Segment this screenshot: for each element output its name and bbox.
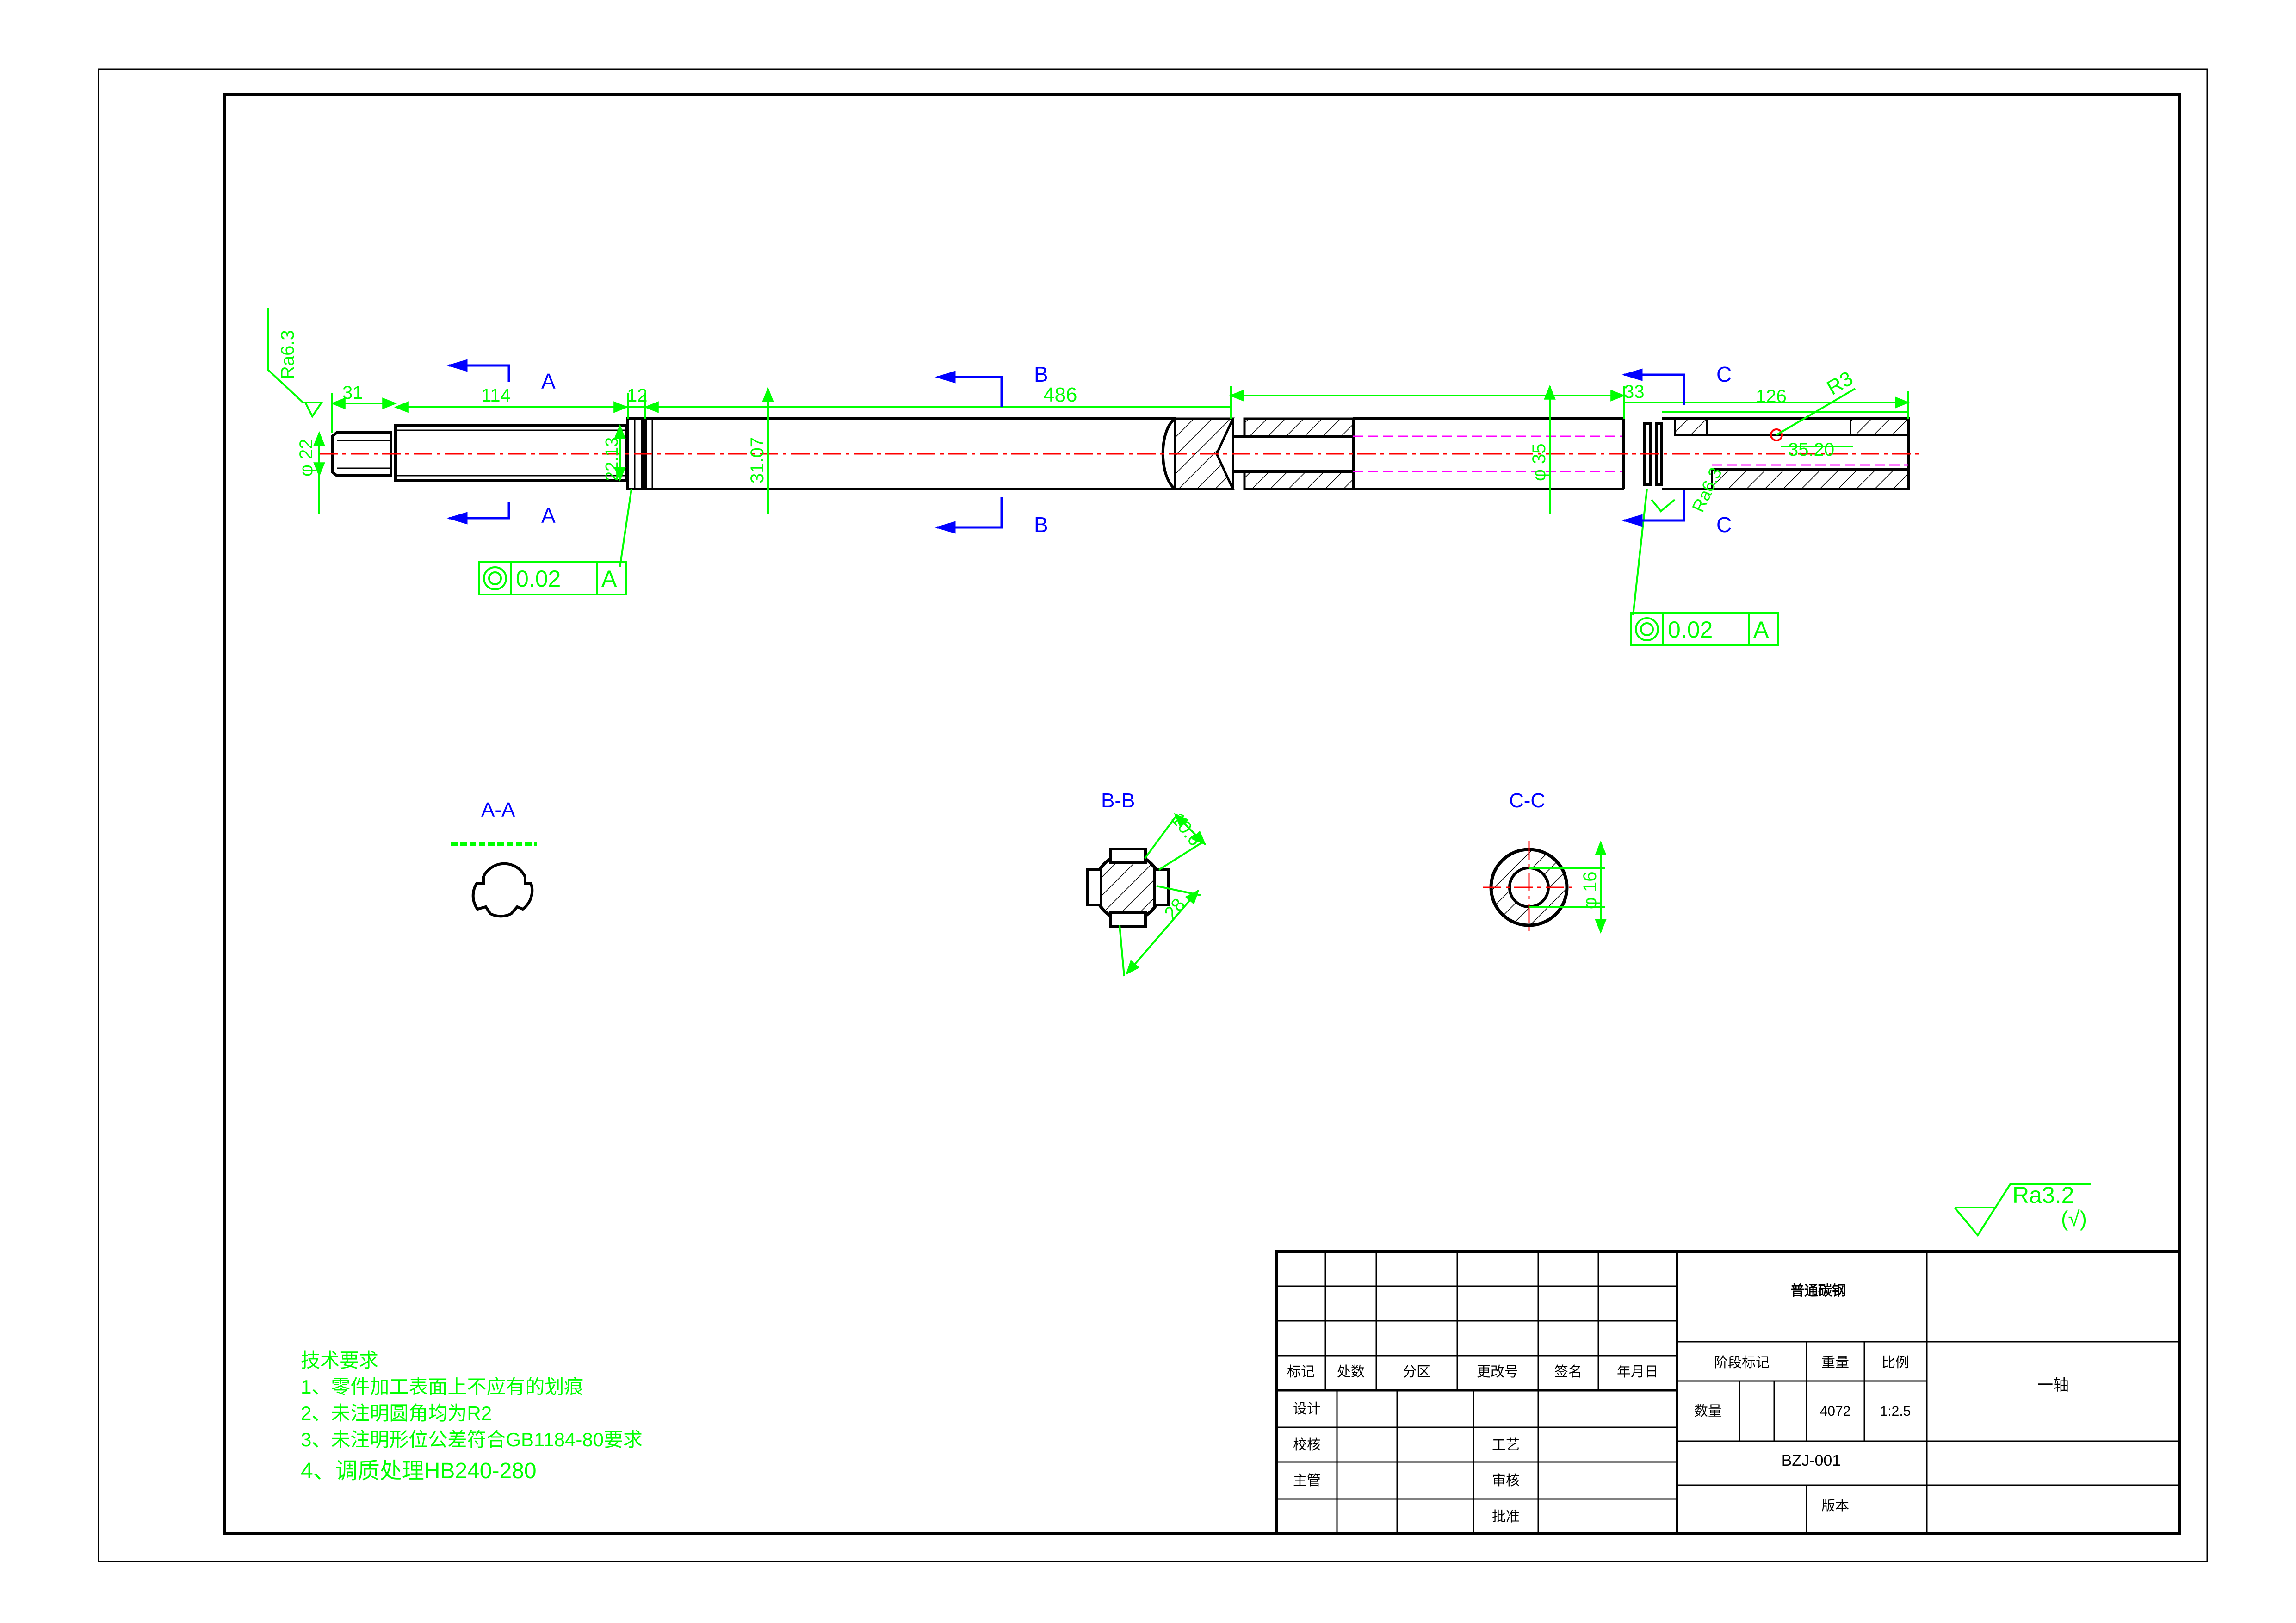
view-label-bb: B-B [1101, 789, 1135, 812]
scale-value: 1:2.5 [1880, 1404, 1911, 1419]
tech-req-item: 1、零件加工表面上不应有的划痕 [301, 1376, 583, 1398]
weight-label: 重量 [1821, 1355, 1849, 1370]
surface-finish-value: Ra3.2 [2012, 1182, 2074, 1208]
section-label-a-top: A [541, 369, 556, 393]
dim-phi16: φ 16 [1580, 871, 1600, 909]
part-name: 一轴 [2037, 1376, 2069, 1394]
section-label-c-top: C [1716, 362, 1732, 386]
tolerance-right-value: 0.02 [1668, 617, 1713, 643]
weight-value: 4072 [1820, 1404, 1851, 1419]
scale-label: 比例 [1881, 1355, 1909, 1370]
section-label-a-bottom: A [541, 503, 556, 527]
shaft-main-view [319, 417, 1920, 490]
dim-22-13: 22.13 [602, 437, 622, 481]
section-label-b-top: B [1034, 362, 1048, 386]
header-zone: 分区 [1403, 1364, 1430, 1380]
section-view-cc: φ 16 [1483, 840, 1607, 934]
header-change-number: 更改号 [1477, 1364, 1518, 1380]
tech-req-item: 4、调质处理HB240-280 [301, 1459, 537, 1483]
ra-left: Ra6.3 [278, 330, 298, 379]
dim-486: 486 [1043, 384, 1077, 406]
dim-33: 33 [1624, 382, 1645, 402]
title-block: 普通碳钢 标记 处数 分区 更改号 签名 年月日 阶段标记 重量 比例 数量 4… [1275, 1250, 2181, 1535]
supervisor-label: 主管 [1293, 1473, 1321, 1488]
view-label-cc: C-C [1509, 789, 1545, 812]
technical-requirements: 技术要求 1、零件加工表面上不应有的划痕 2、未注明圆角均为R2 3、未注明形位… [301, 1350, 643, 1483]
tech-req-item: 2、未注明圆角均为R2 [301, 1402, 492, 1424]
tolerance-frame-left: 0.02 A [478, 561, 627, 595]
surface-finish-symbol: Ra3.2 (√) [1954, 1182, 2091, 1237]
process-label: 工艺 [1492, 1437, 1520, 1453]
review-label: 审核 [1492, 1473, 1520, 1488]
stage-mark-label: 阶段标记 [1714, 1355, 1770, 1370]
dimension-lines [267, 308, 1910, 616]
section-label-c-bottom: C [1716, 513, 1732, 537]
header-signature: 签名 [1554, 1364, 1582, 1380]
inner-frame [223, 93, 2181, 1535]
tolerance-left-value: 0.02 [516, 566, 561, 592]
tolerance-frame-right: 0.02 A [1630, 612, 1779, 646]
dim-r3: R3 [1823, 367, 1857, 400]
dim-phi35: φ 35 [1529, 443, 1549, 481]
dim-114: 114 [481, 385, 511, 406]
approve-label: 批准 [1492, 1509, 1520, 1524]
drawing-number: BZJ-001 [1782, 1452, 1841, 1469]
quantity-label: 数量 [1694, 1404, 1722, 1419]
tech-req-title: 技术要求 [301, 1350, 378, 1371]
section-markers [446, 359, 1685, 534]
dim-126: 126 [1756, 386, 1787, 407]
dim-31-07: 31.07 [747, 437, 767, 483]
tech-req-item: 3、未注明形位公差符合GB1184-80要求 [301, 1429, 643, 1450]
dim-12: 12 [627, 385, 648, 406]
dim-35-20: 35.20 [1788, 440, 1834, 460]
section-view-bb: 10.6 28 [1086, 809, 1207, 977]
tolerance-right-datum: A [1753, 617, 1769, 643]
design-label: 设计 [1293, 1401, 1321, 1417]
dim-31: 31 [342, 383, 363, 403]
tolerance-left-datum: A [601, 566, 617, 592]
header-date: 年月日 [1617, 1364, 1659, 1380]
header-mark: 标记 [1287, 1364, 1315, 1380]
check-label: 校核 [1293, 1437, 1321, 1453]
surface-finish-paren: (√) [2061, 1207, 2087, 1231]
section-view-aa [451, 842, 537, 918]
dimension-texts: 31 114 12 486 33 126 R3 35.20 φ 22 22.13… [278, 330, 1857, 515]
section-label-b-bottom: B [1034, 513, 1048, 537]
material-text: 普通碳钢 [1790, 1283, 1846, 1299]
view-label-aa: A-A [481, 799, 515, 821]
version-label: 版本 [1821, 1499, 1849, 1514]
header-count: 处数 [1337, 1364, 1365, 1380]
outer-frame [98, 68, 2208, 1562]
dim-phi22: φ 22 [296, 439, 316, 477]
